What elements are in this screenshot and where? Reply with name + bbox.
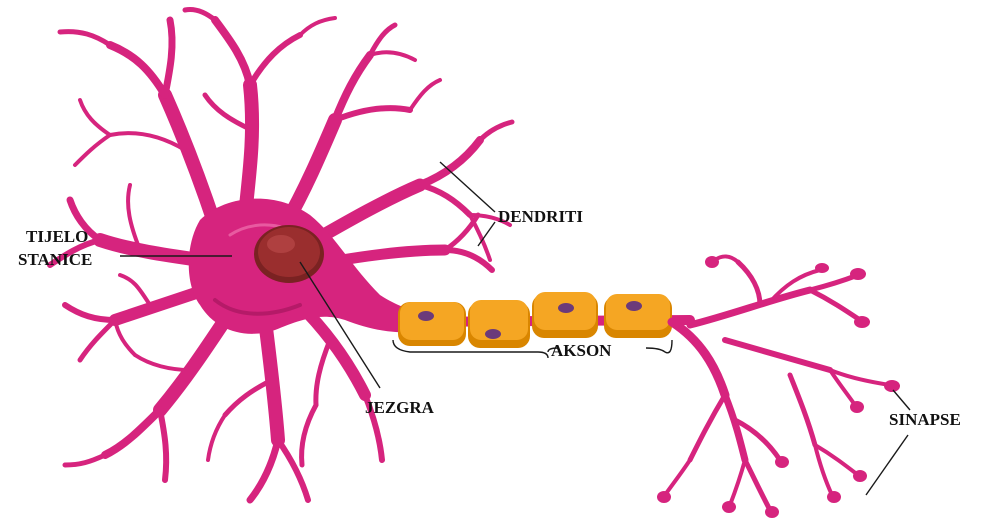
label-synapses: SINAPSE — [889, 410, 961, 429]
label-dendrites: DENDRITI — [498, 207, 583, 226]
myelin-segment — [604, 294, 672, 338]
leader-line-synapses-1 — [893, 390, 910, 410]
nucleus — [254, 225, 324, 283]
label-nucleus: JEZGRA — [365, 398, 435, 417]
label-cell-body-line1: TIJELO — [26, 227, 88, 246]
myelin-segment — [532, 292, 598, 338]
leader-line-synapses-2 — [866, 435, 908, 495]
dendrites-lower — [65, 305, 382, 500]
myelin-segment — [398, 302, 466, 346]
leader-line-dendrites — [440, 162, 495, 212]
myelin-sheath — [398, 292, 672, 348]
myelin-segment — [468, 300, 530, 348]
label-axon: AKSON — [551, 341, 612, 360]
label-cell-body-line2: STANICE — [18, 250, 92, 269]
